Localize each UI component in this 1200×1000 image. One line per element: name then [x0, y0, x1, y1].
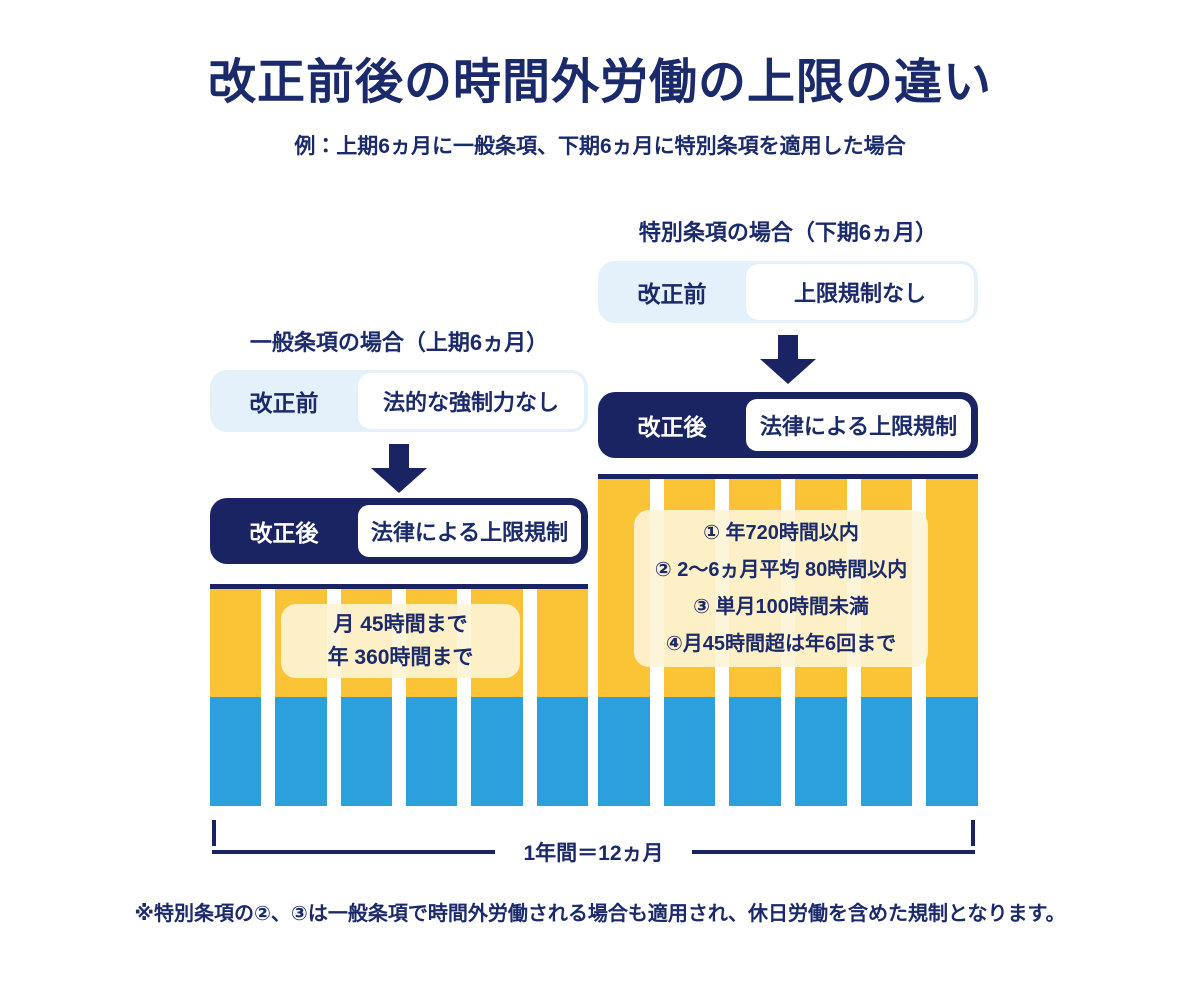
- limit-note-line: ① 年720時間以内: [703, 521, 859, 544]
- bracket-right-cap: [971, 820, 975, 846]
- regular-hours-segment: [340, 697, 392, 806]
- limit-note-line: ③ 単月100時間未満: [693, 595, 869, 618]
- general-before-value: 法的な強制力なし: [358, 373, 584, 429]
- arrow-stem: [389, 444, 409, 468]
- special-provision-section: 特別条項の場合（下期6ヵ月） 改正前 上限規制なし 改正後 法律による上限規制 …: [598, 210, 979, 806]
- bracket-line: [691, 850, 976, 854]
- limit-note-line: 月 45時間まで: [333, 613, 468, 636]
- overtime-segment: [210, 589, 262, 697]
- regular-hours-segment: [860, 697, 913, 806]
- special-limit-note: ① 年720時間以内 ② 2〜6ヵ月平均 80時間以内 ③ 単月100時間未満 …: [634, 510, 928, 667]
- year-span-label: 1年間＝12ヵ月: [523, 842, 664, 865]
- footnote: ※特別条項の②、③は一般条項で時間外労働される場合も適用され、休日労働を含めた規…: [134, 903, 1066, 925]
- regular-hours-segment: [729, 697, 782, 806]
- regular-hours-segment: [210, 697, 262, 806]
- before-revision-label: 改正前: [249, 390, 319, 416]
- overtime-segment: [926, 479, 979, 697]
- month-bar: [210, 589, 262, 806]
- special-after-value: 法律による上限規制: [746, 399, 971, 451]
- down-arrow-icon: [760, 335, 816, 384]
- regular-hours-segment: [795, 697, 847, 806]
- regular-hours-segment: [275, 697, 327, 806]
- general-limit-note: 月 45時間まで 年 360時間まで: [281, 604, 520, 678]
- regular-hours-segment: [663, 697, 716, 806]
- special-before-value: 上限規制なし: [746, 264, 974, 320]
- regular-hours-segment: [471, 697, 523, 806]
- general-after-pill: 改正後 法律による上限規制: [210, 498, 588, 564]
- arrow-head: [760, 359, 816, 384]
- special-after-pill: 改正後 法律による上限規制: [598, 392, 978, 458]
- subtitle: 例：上期6ヵ月に一般条項、下期6ヵ月に特別条項を適用した場合: [294, 135, 906, 158]
- overtime-segment: [536, 589, 588, 697]
- general-section-header: 一般条項の場合（上期6ヵ月）: [249, 330, 549, 355]
- bracket-line-row: 1年間＝12ヵ月: [212, 838, 976, 866]
- year-span-bracket: 1年間＝12ヵ月: [212, 820, 976, 872]
- regular-hours-segment: [926, 697, 979, 806]
- special-limit-cap-line: [598, 474, 978, 479]
- limit-note-line: 年 360時間まで: [327, 646, 474, 669]
- down-arrow-icon: [371, 444, 427, 493]
- limit-note-line: ④月45時間超は年6回まで: [665, 632, 897, 655]
- month-bar: [926, 479, 979, 806]
- regular-hours-segment: [598, 697, 650, 806]
- general-limit-cap-line: [210, 584, 588, 589]
- month-bar: [536, 589, 588, 806]
- regular-hours-segment: [536, 697, 588, 806]
- general-after-value: 法律による上限規制: [358, 505, 581, 557]
- special-before-pill: 改正前 上限規制なし: [598, 261, 978, 323]
- arrow-stem: [778, 335, 798, 359]
- special-section-header: 特別条項の場合（下期6ヵ月）: [638, 220, 938, 245]
- general-before-pill: 改正前 法的な強制力なし: [210, 370, 588, 432]
- limit-note-line: ② 2〜6ヵ月平均 80時間以内: [654, 558, 908, 581]
- arrow-head: [371, 468, 427, 493]
- after-revision-label: 改正後: [249, 520, 319, 546]
- bracket-line: [212, 850, 496, 854]
- bracket-left-cap: [212, 820, 216, 846]
- after-revision-label: 改正後: [637, 414, 707, 440]
- page-title: 改正前後の時間外労働の上限の違い: [207, 56, 992, 109]
- general-provision-section: 一般条項の場合（上期6ヵ月） 改正前 法的な強制力なし 改正後 法律による上限規…: [210, 315, 588, 806]
- before-revision-label: 改正前: [637, 281, 707, 307]
- regular-hours-segment: [405, 697, 458, 806]
